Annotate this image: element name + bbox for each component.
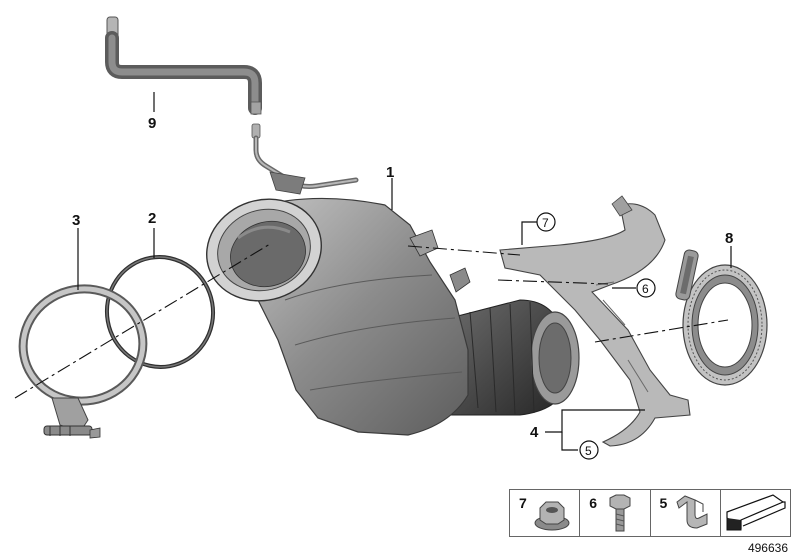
flange-nut-icon (534, 501, 570, 531)
spring-clip-icon (675, 495, 707, 529)
pipe-part-9 (105, 16, 262, 115)
rear-muffler-section (449, 299, 580, 416)
callout-4: 4 (530, 424, 539, 441)
legend-item-hex-bolt: 6 (580, 490, 651, 536)
legend-label: 7 (519, 495, 527, 511)
callout-6-circle (636, 278, 656, 298)
legend-item-direction-arrow (721, 490, 790, 536)
legend-item-spring-clip: 5 (651, 490, 721, 536)
bracket-part-4 (499, 195, 691, 447)
catalytic-converter-part-1 (206, 197, 471, 436)
document-number: 496636 (747, 541, 788, 555)
callout-6: 6 (642, 282, 649, 296)
callout-9: 9 (148, 115, 156, 132)
gasket-ring-part-2 (104, 255, 216, 369)
leader-lines (77, 92, 732, 451)
callout-2: 2 (148, 210, 156, 227)
legend-item-flange-nut: 7 (510, 490, 581, 536)
callout-7-circle (536, 212, 556, 232)
callout-5: 5 (585, 444, 592, 458)
callout-7: 7 (542, 216, 549, 230)
centerlines (14, 243, 729, 399)
legend-label: 5 (659, 495, 668, 511)
callout-8: 8 (725, 230, 733, 247)
callout-1: 1 (386, 164, 394, 181)
clamp-part-3 (18, 284, 148, 439)
direction-arrow-icon (726, 494, 786, 531)
vband-clamp-part-8 (675, 249, 768, 386)
legend-label: 6 (589, 495, 598, 511)
sensor-pipe (251, 123, 359, 195)
callout-3: 3 (72, 212, 80, 229)
callout-5-circle (579, 440, 599, 460)
parts-legend: 7 6 5 (509, 489, 791, 537)
hex-bolt-icon (609, 494, 631, 532)
